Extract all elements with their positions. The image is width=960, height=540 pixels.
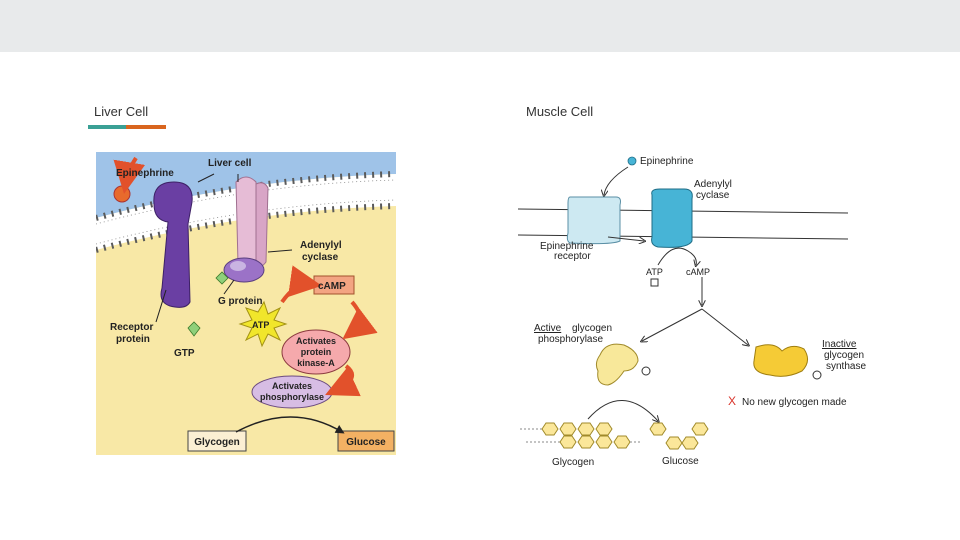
label-camp: cAMP — [686, 267, 710, 277]
label-camp: cAMP — [318, 281, 346, 292]
epinephrine-molecule — [113, 185, 131, 203]
receptor-protein — [153, 181, 193, 308]
arrow-to-pka — [342, 300, 378, 340]
label-receptor-2: receptor — [554, 251, 591, 262]
label-phosphorylase: phosphorylase — [538, 334, 603, 345]
glycogen-box — [187, 430, 247, 452]
label-glucose: Glucose — [662, 456, 699, 467]
glucose-box — [337, 430, 395, 452]
label-phos-2: phosphorylase — [260, 392, 324, 402]
label-cyclase: cyclase — [302, 252, 339, 263]
label-protein: protein — [116, 334, 150, 345]
epinephrine-receptor — [566, 196, 621, 245]
inactive-synthase — [753, 344, 808, 377]
accent-bar-orange — [126, 125, 166, 129]
branch-left-arrow — [642, 308, 703, 341]
label-atp: ATP — [252, 320, 269, 330]
label-phos-1: Activates — [272, 381, 312, 391]
label-active-glycogen: glycogen — [572, 323, 612, 334]
label-synthase: synthase — [826, 361, 866, 372]
liver-cell-diagram: Epinephrine Liver cell Adenylyl cyclase … — [95, 152, 397, 455]
atp-to-camp-arrow — [657, 247, 696, 265]
label-inactive: Inactive — [822, 339, 857, 350]
epinephrine-arrow — [113, 156, 146, 194]
atp-star — [238, 300, 288, 348]
epinephrine-dot — [627, 156, 637, 166]
label-receptor: Receptor — [110, 322, 153, 333]
gtp-diamond — [187, 321, 201, 337]
label-gtp: GTP — [174, 348, 195, 359]
label-liver-cell: Liver cell — [208, 158, 252, 169]
label-epinephrine: Epinephrine — [116, 168, 174, 179]
phosphate-active — [641, 366, 651, 376]
label-glycogen: Glycogen — [552, 457, 594, 468]
label-pka-2: protein — [301, 347, 332, 357]
glycogen-chain — [520, 422, 640, 449]
gdp-diamond — [215, 271, 229, 285]
adenylyl-cyclase — [651, 188, 693, 248]
label-inactive-glycogen: glycogen — [824, 350, 864, 361]
muscle-cell-diagram: Epinephrine Adenylyl cyclase Epinephrine… — [512, 145, 892, 475]
glycogen-to-glucose-arrow — [587, 400, 658, 421]
receptor-to-cyclase-arrow — [607, 236, 644, 241]
label-atp: ATP — [646, 267, 663, 277]
arrow-to-phosphorylase — [325, 364, 361, 397]
accent-bar-teal — [88, 125, 126, 129]
glycogen-to-glucose-arrow — [235, 416, 345, 434]
label-adenylyl: Adenylyl — [694, 179, 732, 190]
active-phosphorylase — [595, 343, 639, 386]
label-adenylyl: Adenylyl — [300, 240, 342, 251]
label-pka-1: Activates — [296, 336, 336, 346]
label-glycogen: Glycogen — [194, 437, 240, 448]
label-active: Active — [534, 323, 562, 334]
label-glucose: Glucose — [346, 437, 386, 448]
label-epinephrine: Epinephrine — [640, 156, 694, 167]
pka-ellipse — [281, 329, 351, 375]
phosphate-inactive — [812, 370, 822, 380]
muscle-cell-heading: Muscle Cell — [526, 104, 594, 119]
label-no-new-glycogen: No new glycogen made — [742, 397, 847, 408]
epinephrine-arrow — [604, 166, 629, 195]
atp-square — [650, 278, 659, 287]
liver-diagram-svg: Epinephrine Liver cell Adenylyl cyclase … — [95, 152, 397, 455]
muscle-diagram-svg: Epinephrine Adenylyl cyclase Epinephrine… — [517, 156, 866, 468]
top-banner — [0, 0, 960, 52]
label-pka-3: kinase-A — [297, 358, 335, 368]
branch-right-arrow — [701, 308, 748, 345]
adenylyl-cyclase-protein — [235, 176, 259, 272]
arrow-to-camp — [280, 265, 322, 304]
label-receptor-1: Epinephrine — [540, 241, 594, 252]
liver-cell-heading: Liver Cell — [94, 104, 149, 119]
no-glycogen-x-mark: X — [728, 394, 736, 408]
glucose-monomers — [649, 422, 709, 450]
label-g-protein: G protein — [218, 296, 262, 307]
g-protein — [223, 257, 265, 283]
label-cyclase: cyclase — [696, 190, 730, 201]
